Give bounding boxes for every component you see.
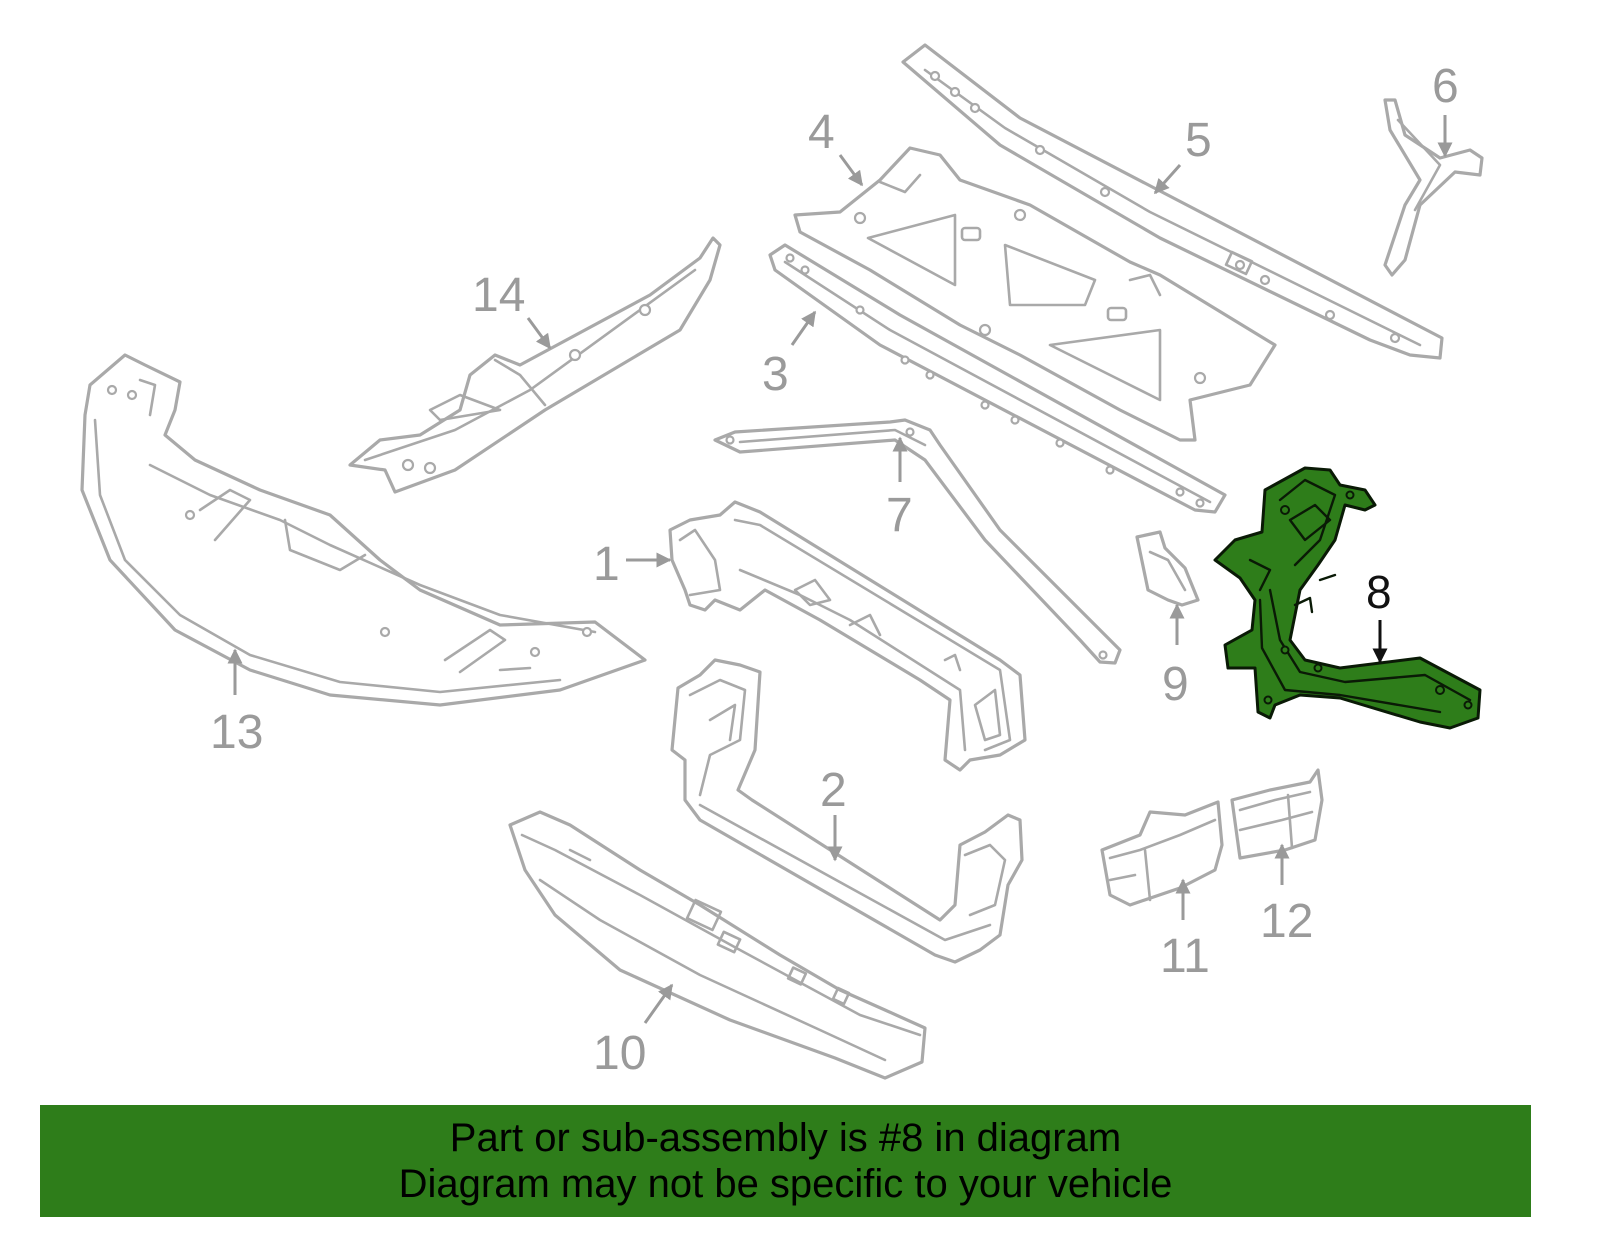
- leader-5: [1153, 164, 1182, 195]
- part-3-lower-tie-bar: [768, 243, 1227, 514]
- callout-6: 6: [1432, 60, 1459, 113]
- callout-4: 4: [808, 106, 835, 159]
- callout-7: 7: [886, 489, 913, 542]
- callout-11: 11: [1160, 930, 1210, 983]
- callout-3: 3: [762, 348, 789, 401]
- leader-4: [838, 154, 864, 187]
- callout-labels: 1 2 3 4 5 6 7 8 9 10 11 12 13 14: [210, 60, 1459, 1080]
- leader-10: [643, 983, 674, 1024]
- leader-14: [526, 317, 552, 350]
- part-10-energy-absorber: [508, 810, 927, 1080]
- part-13-air-deflector: [80, 353, 647, 707]
- info-banner: Part or sub-assembly is #8 in diagram Di…: [40, 1105, 1531, 1217]
- part-1-support-frame: [668, 500, 1027, 772]
- callout-14: 14: [472, 269, 525, 322]
- banner-line-disclaimer: Diagram may not be specific to your vehi…: [398, 1162, 1173, 1206]
- callout-1: 1: [593, 538, 620, 591]
- leader-lines: [227, 115, 1453, 1024]
- part-5-upper-tie-bar: [901, 43, 1444, 360]
- part-4-support-panel: [793, 146, 1277, 442]
- part-6-bracket: [1383, 98, 1484, 277]
- leader-3: [790, 310, 817, 346]
- part-14-deflector: [348, 236, 722, 494]
- part-9-small-bracket: [1135, 530, 1200, 607]
- part-12-air-duct: [1230, 768, 1324, 860]
- callout-2: 2: [820, 764, 847, 817]
- callout-12: 12: [1260, 895, 1313, 948]
- callout-8: 8: [1366, 566, 1392, 618]
- part-11-air-duct: [1100, 800, 1224, 907]
- part-2-lower-frame: [670, 658, 1024, 964]
- banner-line-part-number: Part or sub-assembly is #8 in diagram: [449, 1116, 1122, 1160]
- callout-13: 13: [210, 706, 263, 759]
- callout-5: 5: [1185, 114, 1212, 167]
- part-8-highlighted-member: [1213, 466, 1482, 730]
- callout-9: 9: [1162, 658, 1189, 711]
- part-7-brace: [713, 418, 1122, 665]
- callout-10: 10: [593, 1027, 646, 1080]
